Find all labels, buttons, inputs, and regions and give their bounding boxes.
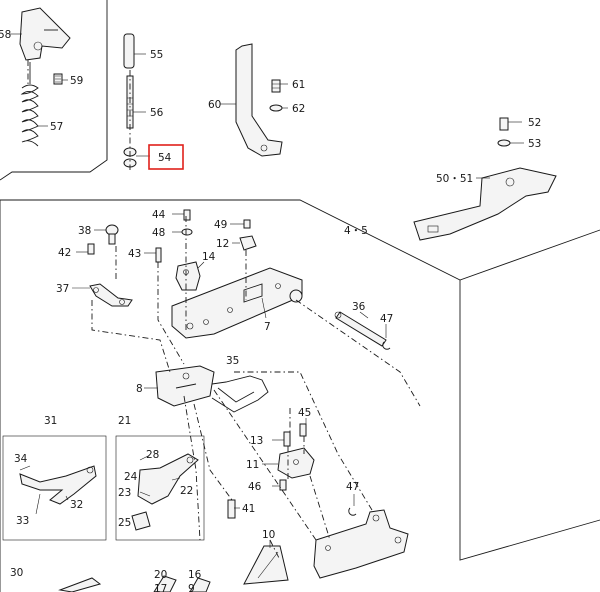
- callout-4-5: 4・5: [344, 225, 368, 237]
- callout-7: 7: [264, 321, 271, 333]
- washer-62: [269, 104, 283, 112]
- screw-42: [87, 243, 95, 255]
- lever-37: [89, 283, 133, 307]
- callout-25: 25: [118, 517, 131, 529]
- block-12: [239, 235, 257, 251]
- spring-57: [20, 62, 39, 147]
- callout-20: 20: [154, 569, 167, 581]
- main-bracket-7: [171, 267, 303, 339]
- ring-47-lower: [348, 507, 357, 516]
- screw-13: [283, 431, 291, 447]
- knob-38: [105, 224, 119, 245]
- nuts-54: [123, 147, 137, 168]
- callout-41: 41: [242, 503, 255, 515]
- guide-lines: [27, 60, 421, 561]
- callout-14: 14: [202, 251, 216, 263]
- callout-52: 52: [528, 117, 541, 129]
- callout-60: 60: [208, 99, 221, 111]
- callout-45: 45: [298, 407, 311, 419]
- callout-59: 59: [70, 75, 83, 87]
- bracket-11: [277, 447, 315, 479]
- callout-9: 9: [188, 583, 195, 592]
- screw-44: [183, 209, 191, 221]
- washer-53: [497, 139, 511, 147]
- bracket-58: [19, 7, 71, 61]
- callout-38: 38: [78, 225, 91, 237]
- callout-44: 44: [152, 209, 166, 221]
- pin-55: [123, 33, 135, 69]
- callout-33: 33: [16, 515, 29, 527]
- spring-10: [243, 545, 289, 585]
- leader-lines: [10, 33, 524, 548]
- pin-43: [155, 247, 162, 263]
- callout-36: 36: [352, 301, 366, 313]
- callout-48: 48: [152, 227, 165, 239]
- callout-11: 11: [246, 459, 259, 471]
- subassembly-21-box: [115, 435, 205, 541]
- callout-49: 49: [214, 219, 227, 231]
- subassembly-31-box: [2, 435, 107, 541]
- callout-35: 35: [226, 355, 239, 367]
- screw-46: [279, 479, 287, 491]
- callout-53: 53: [528, 138, 541, 150]
- callout-57: 57: [50, 121, 63, 133]
- callout-24: 24: [124, 471, 138, 483]
- callout-12: 12: [216, 238, 229, 250]
- callout-61: 61: [292, 79, 305, 91]
- wire-35: [211, 375, 269, 413]
- screw-45: [299, 423, 307, 437]
- callout-42: 42: [58, 247, 71, 259]
- callout-17: 17: [154, 583, 167, 592]
- plate-50-51: [413, 167, 557, 241]
- callout-8: 8: [136, 383, 143, 395]
- callout-16: 16: [188, 569, 202, 581]
- arm-60: [235, 43, 283, 157]
- plate-8: [155, 365, 215, 407]
- plate-14: [175, 261, 201, 291]
- highlight-box: [148, 144, 184, 170]
- callout-47-upper: 47: [380, 313, 393, 325]
- callout-31: 31: [44, 415, 57, 427]
- callout-50-51: 50・51: [436, 173, 473, 185]
- screw-49: [243, 219, 251, 229]
- callout-32: 32: [70, 499, 83, 511]
- screw-52: [499, 117, 509, 131]
- callout-58: 58: [0, 29, 11, 41]
- callout-56: 56: [150, 107, 164, 119]
- shaft-36: [334, 311, 387, 347]
- callout-62: 62: [292, 103, 305, 115]
- screw-59: [53, 73, 63, 85]
- lever-30-17: [58, 575, 211, 592]
- callout-37: 37: [56, 283, 69, 295]
- callout-13: 13: [250, 435, 263, 447]
- washer-48: [181, 228, 193, 236]
- callout-23: 23: [118, 487, 131, 499]
- callout-47-lower: 47: [346, 481, 359, 493]
- ring-47-upper: [382, 341, 391, 350]
- callout-46: 46: [248, 481, 262, 493]
- callout-labels: 58 59 57 55 56 54 60 61 62 52 53 50・51 4…: [0, 29, 541, 592]
- callout-22: 22: [180, 485, 193, 497]
- callout-34: 34: [14, 453, 28, 465]
- screw-61: [271, 79, 281, 93]
- callout-43: 43: [128, 248, 141, 260]
- callout-54: 54: [158, 152, 172, 164]
- callout-10: 10: [262, 529, 275, 541]
- callout-55: 55: [150, 49, 163, 61]
- callout-30: 30: [10, 567, 23, 579]
- callout-28: 28: [146, 449, 159, 461]
- screw-41: [227, 499, 236, 519]
- lower-bracket: [313, 509, 409, 579]
- callout-21: 21: [118, 415, 131, 427]
